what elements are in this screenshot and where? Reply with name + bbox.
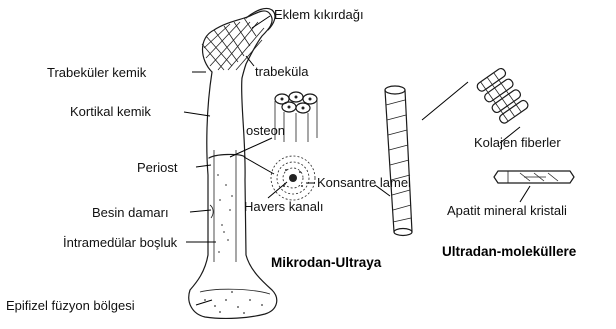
label-kolajen-fiberler: Kolajen fiberler [474, 135, 561, 150]
label-kortikal-kemik: Kortikal kemik [70, 104, 151, 119]
concentric-lamella-tube [385, 86, 412, 236]
medullary-texture [217, 174, 233, 253]
haversian-cross-section [271, 156, 315, 200]
label-eklem-kikirdagi: Eklem kıkırdağı [274, 7, 364, 22]
label-apatit-mineral-kristali: Apatit mineral kristali [447, 203, 567, 218]
label-osteon: osteon [246, 123, 285, 138]
femur-illustration [189, 8, 277, 318]
label-trabekula: trabeküla [255, 64, 309, 79]
label-periost: Periost [137, 160, 178, 175]
label-besin-damari: Besin damarı [92, 205, 169, 220]
label-havers-kanali: Havers kanalı [244, 199, 323, 214]
collagen-fibres [476, 67, 530, 125]
heading-ultradan-molekulere: Ultradan-moleküllere [442, 244, 577, 259]
label-konsantre-lamel: Konsantre lamel [317, 175, 411, 190]
heading-mikrodan-ultraya: Mikrodan-Ultraya [271, 255, 382, 270]
label-epifizel-fuzyon-bolgesi: Epifizel füzyon bölgesi [6, 298, 135, 313]
label-trabekuler-kemik: Trabeküler kemik [47, 65, 147, 80]
epiphysis-texture [204, 291, 263, 314]
label-intramedular-bosluk: İntramedülar boşluk [63, 235, 178, 250]
apatite-crystal [494, 171, 574, 183]
